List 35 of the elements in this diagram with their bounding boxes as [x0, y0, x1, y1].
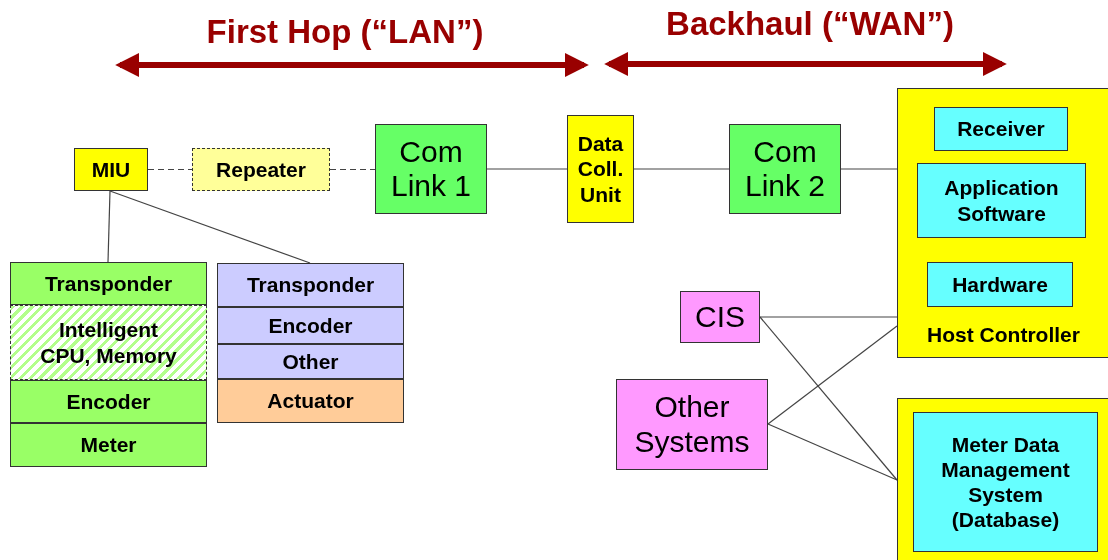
connector-line [767, 423, 898, 481]
process-box: Data Coll. Unit [567, 115, 634, 223]
process-box: Meter Data Management System (Database) [913, 412, 1098, 552]
connector-line [767, 325, 898, 425]
stack-cell: Encoder [10, 380, 207, 423]
connector-line [759, 316, 898, 318]
process-box: Hardware [927, 262, 1073, 307]
stack-cell: Encoder [217, 307, 404, 344]
connector-line [759, 316, 898, 481]
stack-cell: Actuator [217, 379, 404, 423]
connector-line [329, 168, 376, 171]
connector-line [147, 168, 193, 171]
process-box: MIU [74, 148, 148, 191]
connector-line [840, 168, 898, 170]
section-heading: First Hop (“LAN”) [205, 12, 485, 52]
process-box: Other Systems [616, 379, 768, 470]
container-box [897, 398, 1108, 560]
process-box: CIS [680, 291, 760, 343]
stack-cell: Transponder [217, 263, 404, 307]
container-title: Host Controller [926, 321, 1081, 347]
stack-cell: Transponder [10, 262, 207, 305]
process-box: Application Software [917, 163, 1086, 238]
process-box: Receiver [934, 107, 1068, 151]
process-box: Com Link 1 [375, 124, 487, 214]
connector-line [633, 168, 730, 170]
connector-line [107, 190, 111, 263]
connector-line [109, 190, 311, 264]
stack-cell: Other [217, 344, 404, 379]
container-box [897, 88, 1108, 358]
section-heading: Backhaul (“WAN”) [665, 4, 955, 44]
stack-cell: Intelligent CPU, Memory [10, 305, 207, 380]
process-box: Repeater [192, 148, 330, 191]
stack-cell: Meter [10, 423, 207, 467]
connector-line [486, 168, 568, 170]
process-box: Com Link 2 [729, 124, 841, 214]
